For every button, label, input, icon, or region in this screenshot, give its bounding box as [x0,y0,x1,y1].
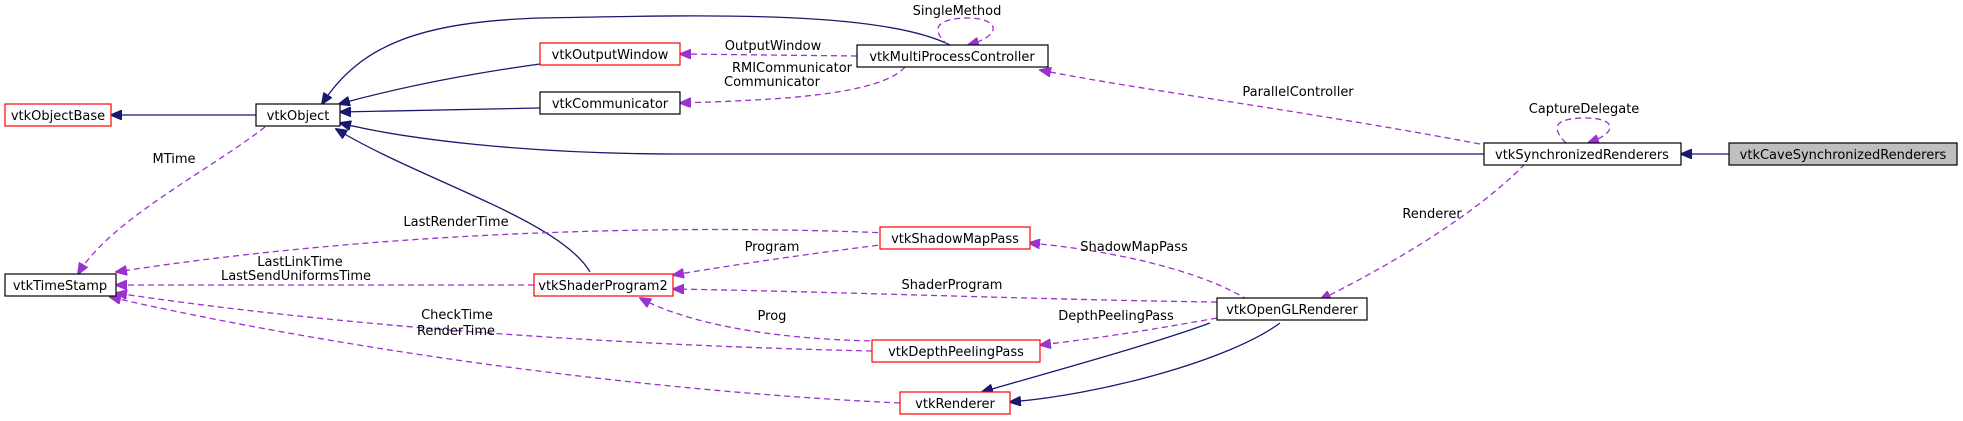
label-lastsenduniformstime: LastSendUniformsTime [221,269,371,284]
label-shaderprogram: ShaderProgram [902,278,1003,293]
node-label: vtkDepthPeelingPass [888,345,1024,360]
edge-use-lastrendertime [116,228,889,272]
node-label: vtkShaderProgram2 [538,279,668,294]
label-outputwindow: OutputWindow [725,39,822,54]
edge-inherit-mpc-object [322,15,951,104]
edge-use-prog [640,298,881,342]
edge-inherit-outputwindow-object [339,63,541,104]
edge-use-program [673,243,889,275]
label-lastlinktime: LastLinkTime [257,255,343,270]
edge-use-renderer [1320,163,1526,300]
label-communicator: Communicator [724,75,821,90]
node-vtkrenderer[interactable]: vtkRenderer [899,391,1011,415]
label-program: Program [745,240,800,255]
edge-use-singlemethod [937,17,994,45]
node-vtkobjectbase[interactable]: vtkObjectBase [4,103,112,127]
edge-use-rendertime [110,297,901,404]
node-label: vtkOutputWindow [552,48,669,63]
node-label: vtkSynchronizedRenderers [1495,148,1669,163]
node-label: vtkRenderer [915,397,995,412]
node-vtkshadowmappass[interactable]: vtkShadowMapPass [879,226,1031,250]
edge-inherit-shaderprogram-object [336,129,591,273]
label-parallelcontroller: ParallelController [1242,85,1354,100]
edge-use-communicator [680,66,906,103]
label-depthpeelingpass: DepthPeelingPass [1058,309,1174,324]
node-label: vtkOpenGLRenderer [1226,303,1358,318]
edge-use-depthpeelingpass [1040,317,1218,345]
node-label: vtkCommunicator [552,97,669,112]
node-vtksynchronizedrenderers[interactable]: vtkSynchronizedRenderers [1483,142,1682,166]
label-checktime: CheckTime [421,308,493,323]
label-prog: Prog [758,309,787,324]
edge-inherit-openglrenderer-renderer-b [1010,322,1281,402]
edge-use-mtime [78,126,266,274]
node-label: vtkMultiProcessController [869,50,1035,65]
label-rmicommunicator: RMICommunicator [732,61,853,76]
node-vtkcavesynchronizedrenderers[interactable]: vtkCaveSynchronizedRenderers [1728,142,1958,166]
label-lastrendertime: LastRenderTime [403,215,508,230]
node-vtkshaderprogram2[interactable]: vtkShaderProgram2 [533,273,674,297]
label-renderer: Renderer [1402,207,1462,222]
nodes: vtkObjectBase vtkObject vtkOutputWindow … [4,42,1958,415]
node-vtkcommunicator[interactable]: vtkCommunicator [539,91,681,115]
label-rendertime: RenderTime [417,324,495,339]
node-vtkdepthpeelingpass[interactable]: vtkDepthPeelingPass [871,339,1041,363]
node-label: vtkTimeStamp [13,279,107,294]
node-label: vtkObjectBase [11,109,105,124]
edge-use-capturedelegate [1556,117,1611,143]
node-label: vtkObject [267,109,330,124]
node-label: vtkShadowMapPass [891,232,1019,247]
edge-inherit-openglrenderer-renderer-a [982,322,1211,392]
node-vtkoutputwindow[interactable]: vtkOutputWindow [539,42,681,66]
edge-use-shadowmappass [1029,243,1249,301]
label-singlemethod: SingleMethod [913,4,1002,19]
label-mtime: MTime [152,152,195,167]
edge-inherit-syncrenderers-object [340,123,1484,155]
edges [78,15,1729,404]
edge-inherit-communicator-object [340,108,541,112]
label-shadowmappass: ShadowMapPass [1080,240,1188,255]
node-label: vtkCaveSynchronizedRenderers [1740,148,1947,163]
node-vtkmultiprocesscontroller[interactable]: vtkMultiProcessController [856,44,1049,68]
label-capturedelegate: CaptureDelegate [1529,102,1640,117]
node-vtkobject[interactable]: vtkObject [255,103,341,127]
edge-use-outputwindow [680,54,858,56]
node-vtkopenglrenderer[interactable]: vtkOpenGLRenderer [1216,297,1368,321]
edge-labels: SingleMethod OutputWindow RMICommunicato… [152,4,1639,339]
node-vtktimestamp[interactable]: vtkTimeStamp [4,273,117,297]
edge-use-checktime [116,293,873,352]
edge-use-shaderprogram [673,289,1218,303]
edge-use-parallelcontroller [1040,70,1481,145]
